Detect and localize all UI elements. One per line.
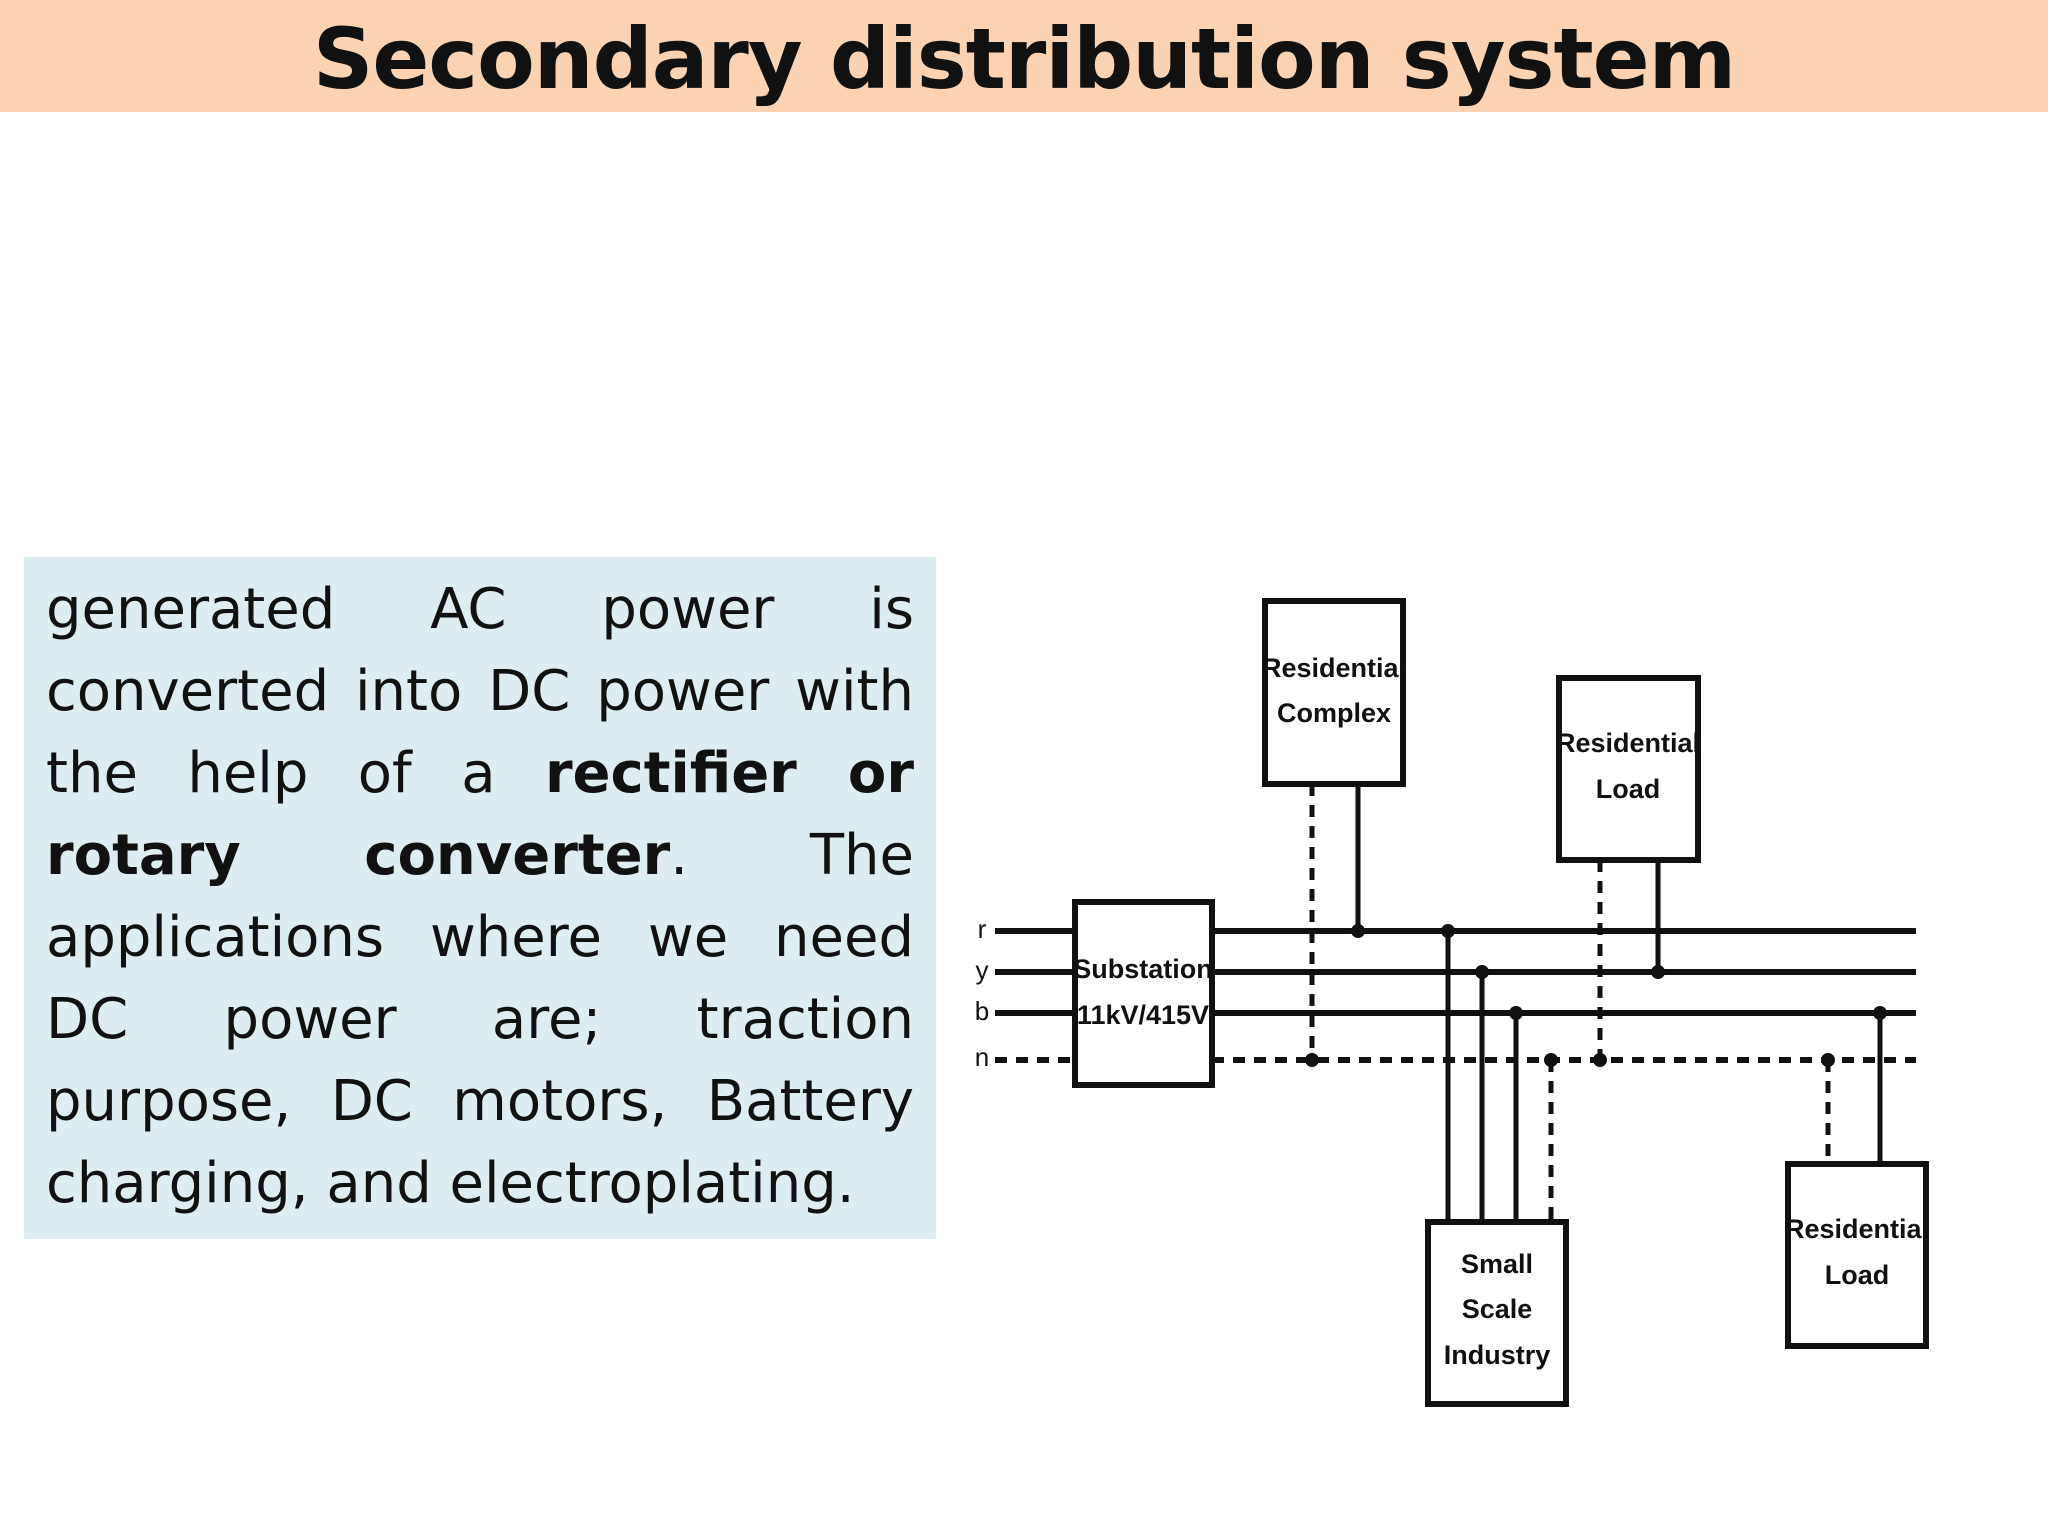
phase-label-b: b: [975, 996, 989, 1026]
paragraph-text-2: . The applications where we need DC powe…: [46, 823, 914, 1216]
phase-label-n: n: [975, 1042, 989, 1072]
substation-label-1: Substation: [1073, 954, 1213, 984]
residential-load-2-box: [1785, 1161, 1929, 1349]
residential-complex-label-2: Complex: [1277, 698, 1391, 728]
substation-box: [1072, 899, 1215, 1088]
paragraph-text-1: generated AC power is converted into DC …: [46, 577, 914, 806]
paragraph-bold-text: rectifier or rotary converter: [46, 741, 915, 888]
residential-complex-box: [1262, 598, 1406, 787]
distribution-diagram: r y b n Substation 11kV/415V Residential…: [975, 598, 1929, 1407]
residential-load-1-label-1: Residential: [1556, 728, 1700, 758]
description-paragraph: generated AC power is converted into DC …: [46, 569, 914, 1225]
text-box: generated AC power is converted into DC …: [24, 557, 936, 1239]
residential-complex-label-1: Residential: [1262, 653, 1406, 683]
industry-label-2: Scale: [1462, 1294, 1533, 1324]
title-bar: [0, 0, 2048, 112]
industry-label-3: Industry: [1444, 1340, 1551, 1370]
phase-label-y: y: [976, 955, 989, 985]
substation-label-2: 11kV/415V: [1077, 1000, 1209, 1030]
phase-label-r: r: [978, 914, 987, 944]
small-scale-industry-box: [1425, 1219, 1569, 1407]
industry-label-1: Small: [1461, 1249, 1533, 1279]
residential-load-1-label-2: Load: [1596, 774, 1661, 804]
slide-title: Secondary distribution system: [312, 10, 1736, 108]
residential-load-2-label-2: Load: [1825, 1260, 1890, 1290]
residential-load-2-label-1: Residential: [1785, 1214, 1929, 1244]
junction-dots: [1305, 924, 1887, 1067]
residential-load-1-box: [1556, 675, 1701, 863]
